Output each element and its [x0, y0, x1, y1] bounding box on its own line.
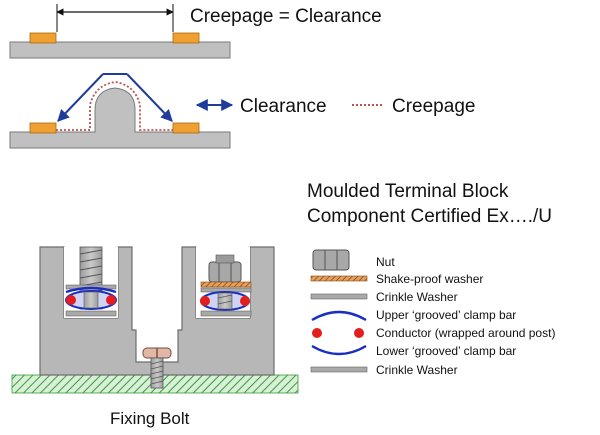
right-conductor-a [200, 296, 210, 306]
legend-label-6: Crinkle Washer [376, 363, 458, 377]
crinkle-washer-icon [310, 293, 368, 300]
lower-clamp-bar-icon [311, 344, 367, 356]
nut-icon [312, 249, 350, 271]
left-terminal [65, 246, 117, 317]
right-lower-washer [200, 310, 252, 317]
pad-right-2 [172, 122, 200, 134]
legend-label-4: Conductor (wrapped around post) [376, 326, 555, 340]
flat-board-illustration [9, 4, 231, 59]
left-screw-core [83, 291, 99, 309]
component-legend: Nut Shake-proof washer Crinkle Washer Up… [310, 249, 555, 377]
right-terminal [200, 254, 252, 317]
left-upper-clamp-bar [65, 286, 117, 294]
legend-label-1: Shake-proof washer [376, 272, 483, 286]
fixing-bolt [142, 347, 172, 389]
clearance-arrow-right [126, 73, 173, 122]
left-conductor-a [66, 295, 76, 305]
barrier-board-illustration [9, 73, 231, 149]
right-stud [215, 254, 235, 264]
clearance-legend: Clearance Creepage [195, 96, 475, 117]
legend-label-3: Upper ‘grooved’ clamp bar [376, 308, 516, 322]
left-conductor-b [106, 295, 116, 305]
legend-label-0: Nut [376, 255, 395, 269]
legend-label-5: Lower ‘grooved’ clamp bar [376, 344, 516, 358]
pad-left [29, 32, 57, 44]
right-nut [208, 261, 242, 283]
legend-label-2: Crinkle Washer [376, 290, 458, 304]
barrier-board [9, 87, 231, 149]
clearance-label: Clearance [240, 96, 327, 117]
title-line-2: Component Certified Ex…./U [307, 206, 552, 227]
creepage-label: Creepage [392, 96, 475, 117]
shake-proof-washer-icon [310, 275, 368, 282]
creepage-equals-clearance-label: Creepage = Clearance [190, 6, 382, 27]
title-line-1: Moulded Terminal Block [307, 181, 509, 202]
left-lower-washer [65, 310, 117, 317]
crinkle-washer-icon [310, 366, 368, 373]
pad-right [172, 32, 200, 44]
conductor-icon [312, 328, 364, 338]
clearance-arrow-left [57, 73, 104, 122]
flat-board [9, 41, 231, 59]
bolt-shank [150, 357, 164, 389]
right-conductor-b [240, 296, 250, 306]
fixing-bolt-label: Fixing Bolt [110, 409, 190, 428]
upper-clamp-bar-icon [311, 310, 367, 322]
pad-left-2 [29, 122, 57, 134]
terminal-block [11, 246, 299, 394]
right-shakeproof-washer [200, 281, 252, 288]
